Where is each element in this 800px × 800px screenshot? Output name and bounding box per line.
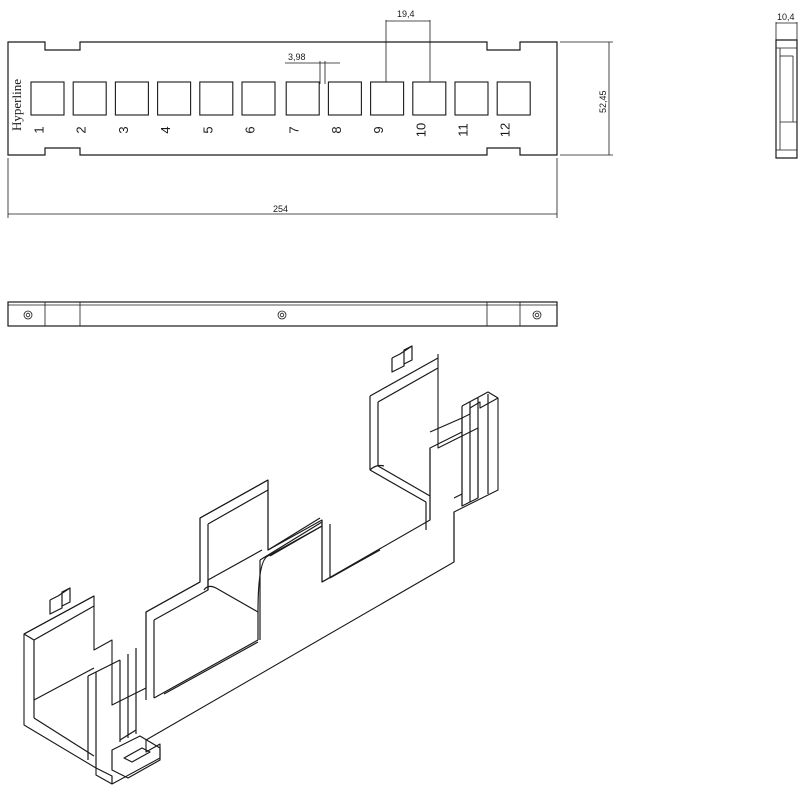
- port-number-label: 9: [371, 126, 386, 133]
- depth-dimension-label: 10,4: [777, 12, 795, 22]
- pitch-dimension-label: 19,4: [397, 9, 415, 19]
- port-number-label: 4: [158, 126, 173, 133]
- port-opening: [114, 81, 149, 116]
- port-opening: [30, 81, 65, 116]
- width-dimension-label: 254: [273, 204, 288, 214]
- port-number-label: 3: [116, 126, 131, 133]
- mounting-hole-left: [23, 310, 33, 320]
- width-dimension: 254: [7, 158, 558, 218]
- height-dimension-label: 52,45: [598, 90, 608, 113]
- port-opening: [327, 81, 362, 116]
- iso-tab-left: [49, 587, 71, 615]
- port-number-label: 11: [456, 123, 471, 137]
- mounting-hole-right: [532, 310, 542, 320]
- front-panel-outline: [7, 41, 558, 156]
- port-number-label: 2: [74, 126, 89, 133]
- port-opening: [199, 81, 234, 116]
- side-view: 10,4: [775, 12, 798, 159]
- port-number-label: 1: [32, 126, 47, 133]
- port-number-label: 12: [498, 123, 513, 137]
- iso-tab-right: [391, 345, 413, 373]
- port-opening: [496, 81, 531, 116]
- port-opening: [241, 81, 276, 116]
- port-number-label: 5: [200, 126, 215, 133]
- port-number-label: 8: [329, 126, 344, 133]
- port-opening: [72, 81, 107, 116]
- depth-dimension: 10,4: [775, 12, 798, 40]
- brand-label: Hyperline: [9, 79, 24, 131]
- mounting-hole-center: [277, 310, 287, 320]
- pitch-dimension: 19,4: [385, 9, 431, 82]
- port-number-label: 7: [287, 126, 302, 133]
- port-number-label: 10: [413, 123, 428, 137]
- port-number-label: 6: [243, 126, 258, 133]
- top-rail: [7, 301, 558, 327]
- height-dimension: 52,45: [560, 41, 613, 156]
- isometric-view: [23, 345, 499, 785]
- gap-dimension: 3,98: [285, 52, 340, 84]
- gap-dimension-label: 3,98: [288, 52, 306, 62]
- port-opening: [157, 81, 192, 116]
- top-view: [7, 301, 558, 327]
- port-opening: [454, 81, 489, 116]
- side-profile-outline: [775, 39, 798, 159]
- port-opening: [285, 81, 320, 116]
- port-opening: [412, 81, 447, 116]
- port-opening: [370, 81, 405, 116]
- iso-bottom-clip: [111, 735, 161, 779]
